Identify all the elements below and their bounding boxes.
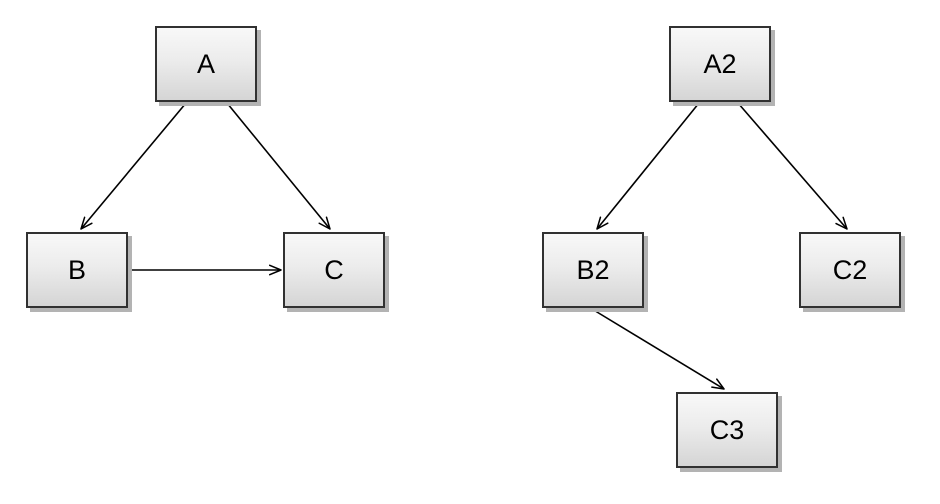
node-C2: C2 xyxy=(799,232,901,308)
node-A: A xyxy=(155,26,257,102)
node-C: C xyxy=(283,232,385,308)
node-label-C: C xyxy=(324,254,344,285)
edge-B2-to-C3 xyxy=(591,308,725,390)
edge-A-to-B xyxy=(80,102,187,230)
node-A2: A2 xyxy=(669,26,771,102)
node-C3: C3 xyxy=(676,392,778,468)
edge-A2-to-B2 xyxy=(596,102,700,230)
edge-A-to-C xyxy=(226,102,331,230)
node-label-C3: C3 xyxy=(709,414,745,445)
node-label-C2: C2 xyxy=(832,254,868,285)
node-label-B2: B2 xyxy=(576,254,610,285)
node-label-B: B xyxy=(67,254,86,285)
node-B2: B2 xyxy=(542,232,644,308)
edge-A2-to-C2 xyxy=(737,102,848,230)
node-B: B xyxy=(26,232,128,308)
node-label-A: A xyxy=(196,48,215,79)
node-label-A2: A2 xyxy=(703,48,737,79)
